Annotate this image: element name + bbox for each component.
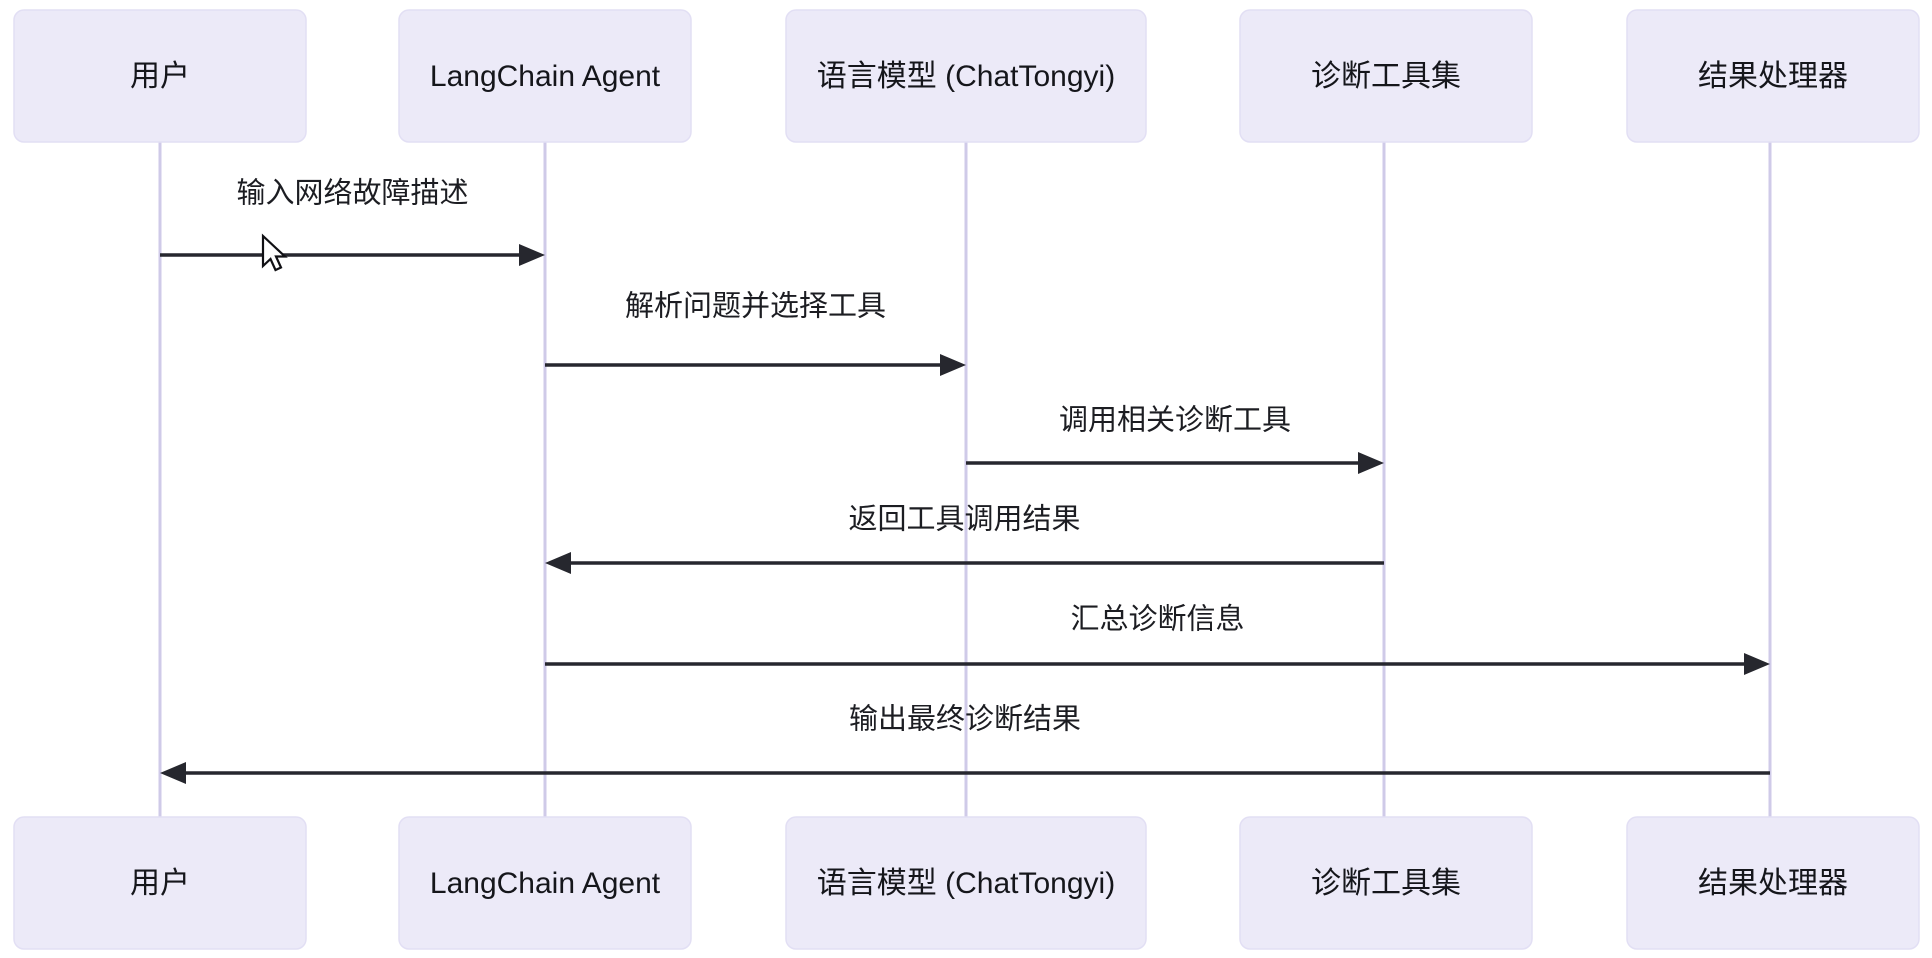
message-5-agent-to-processor: 汇总诊断信息	[545, 603, 1770, 675]
message-4-tools-to-agent: 返回工具调用结果	[545, 503, 1384, 574]
message-label-2: 解析问题并选择工具	[625, 290, 886, 323]
participant-box-tools-bottom[interactable]	[1239, 816, 1533, 950]
message-arrowhead-1	[519, 244, 545, 266]
participant-label-tools-top: 诊断工具集	[1311, 60, 1461, 93]
participant-box-processor-top[interactable]	[1626, 9, 1920, 143]
message-label-6: 输出最终诊断结果	[849, 703, 1081, 736]
message-arrowhead-5	[1744, 653, 1770, 675]
mouse-pointer-icon	[261, 233, 288, 272]
participant-label-agent-bottom: LangChain Agent	[430, 867, 661, 900]
lifelines-group	[158, 142, 1772, 817]
message-6-processor-to-user: 输出最终诊断结果	[160, 703, 1770, 784]
message-arrowhead-2	[940, 354, 966, 376]
message-label-4: 返回工具调用结果	[848, 503, 1080, 536]
participant-label-user-bottom: 用户	[130, 867, 190, 900]
message-2-agent-to-llm: 解析问题并选择工具	[545, 290, 966, 376]
messages-group: 输入网络故障描述解析问题并选择工具调用相关诊断工具返回工具调用结果汇总诊断信息输…	[160, 177, 1770, 784]
participant-label-llm-top: 语言模型 (ChatTongyi)	[817, 60, 1115, 93]
message-label-5: 汇总诊断信息	[1070, 603, 1244, 636]
participant-box-agent-bottom[interactable]	[398, 816, 692, 950]
participant-label-tools-bottom: 诊断工具集	[1311, 867, 1461, 900]
participant-label-user-top: 用户	[130, 60, 190, 93]
message-arrowhead-6	[160, 762, 186, 784]
participant-label-processor-bottom: 结果处理器	[1698, 867, 1848, 900]
mouse-pointer-icon	[261, 233, 288, 272]
participant-box-user-bottom[interactable]	[13, 816, 307, 950]
participant-label-llm-bottom: 语言模型 (ChatTongyi)	[817, 867, 1115, 900]
message-1-user-to-agent: 输入网络故障描述	[160, 177, 545, 266]
participant-box-user-top[interactable]	[13, 9, 307, 143]
message-label-3: 调用相关诊断工具	[1059, 404, 1291, 437]
message-3-llm-to-tools: 调用相关诊断工具	[966, 404, 1384, 474]
participant-box-tools-top[interactable]	[1239, 9, 1533, 143]
participant-box-llm-top[interactable]	[785, 9, 1147, 143]
message-arrowhead-3	[1358, 452, 1384, 474]
participant-box-processor-bottom[interactable]	[1626, 816, 1920, 950]
participant-box-llm-bottom[interactable]	[785, 816, 1147, 950]
participant-label-agent-top: LangChain Agent	[430, 60, 661, 93]
participant-boxes-top: 用户 LangChain Agent 语言模型 (ChatTongyi) 诊断工具集 结…	[13, 9, 1920, 143]
message-label-1: 输入网络故障描述	[236, 177, 468, 210]
message-arrowhead-4	[545, 552, 571, 574]
participant-label-processor-top: 结果处理器	[1698, 60, 1848, 93]
participant-boxes-bottom: 用户 LangChain Agent 语言模型 (ChatTongyi) 诊断工具集 结…	[13, 816, 1920, 950]
participant-box-agent-top[interactable]	[398, 9, 692, 143]
